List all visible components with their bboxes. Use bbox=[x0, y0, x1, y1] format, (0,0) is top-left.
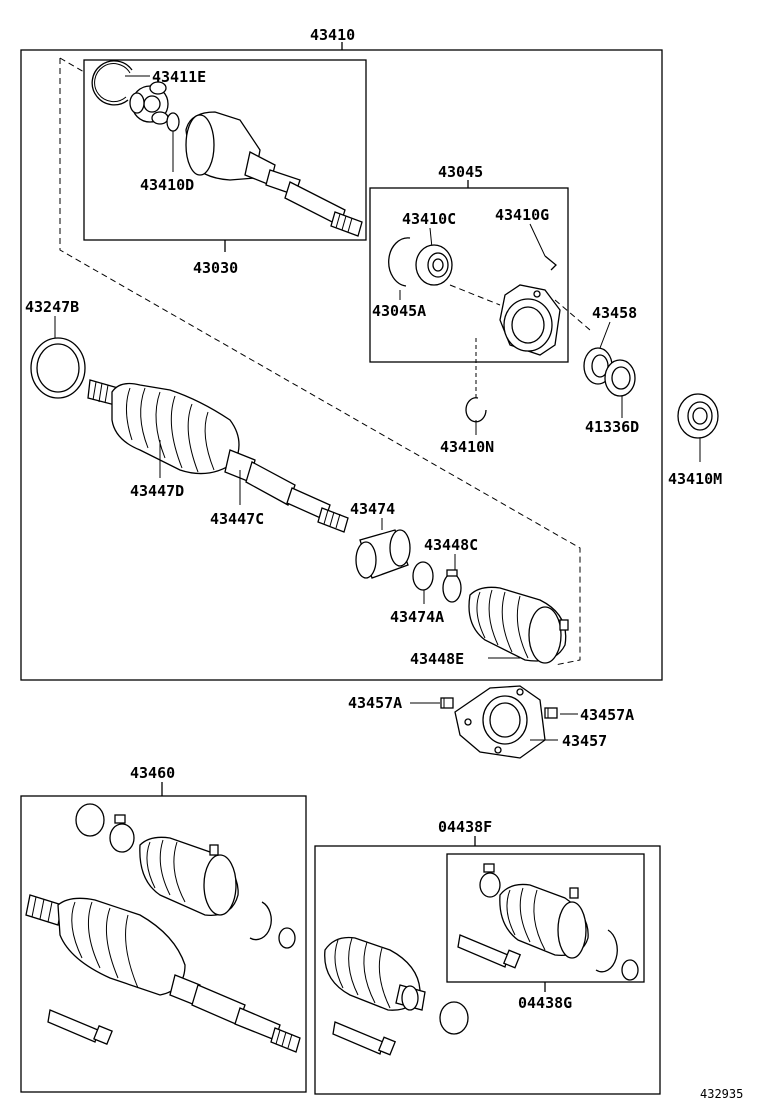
label-43447D[interactable]: 43447D bbox=[130, 482, 184, 500]
kit-43460-group: 43460 bbox=[20, 764, 307, 1093]
clamp-43448C bbox=[442, 569, 462, 603]
label-43410C[interactable]: 43410C bbox=[402, 210, 456, 228]
label-43045[interactable]: 43045 bbox=[438, 163, 483, 181]
label-43448E[interactable]: 43448E bbox=[410, 650, 464, 668]
kit-43460-small-clip bbox=[278, 927, 296, 949]
bracket-43457-group: 43457A 43457A 43457 bbox=[348, 685, 634, 759]
label-43474[interactable]: 43474 bbox=[350, 500, 395, 518]
drive-shaft-with-boots bbox=[87, 379, 349, 533]
bearing-43410C bbox=[415, 244, 453, 286]
kit-04438G-grease-tube bbox=[457, 934, 522, 969]
exploded-view-outline bbox=[59, 58, 581, 666]
kit-43460-grease-tube bbox=[47, 1009, 113, 1045]
inboard-housing-shaft bbox=[185, 111, 363, 237]
label-43410G[interactable]: 43410G bbox=[495, 206, 549, 224]
boot-43448E bbox=[468, 586, 569, 664]
label-43447C[interactable]: 43447C bbox=[210, 510, 264, 528]
kit-04438F-group: 04438F 04438G bbox=[314, 818, 661, 1095]
kit-43460-clamp-band bbox=[109, 814, 135, 853]
snap-ring-43045A bbox=[388, 237, 411, 287]
ring-43247B bbox=[30, 337, 86, 399]
label-43045A[interactable]: 43045A bbox=[372, 302, 426, 320]
kit-04438G-small-clip bbox=[621, 959, 639, 981]
kit-04438G-snap-ring bbox=[595, 929, 618, 973]
label-43411E[interactable]: 43411E bbox=[152, 68, 206, 86]
label-43457A-right[interactable]: 43457A bbox=[580, 706, 634, 724]
damper-43474 bbox=[355, 529, 411, 579]
kit-04438F-clamp-ring bbox=[439, 1001, 469, 1035]
kit-04438G-boot bbox=[499, 883, 589, 959]
ring-43410D bbox=[166, 112, 180, 132]
center-bearing-bracket bbox=[499, 284, 561, 356]
kit-43460-shaft-assembly bbox=[25, 894, 301, 1053]
assembly-43410-frame bbox=[20, 49, 663, 681]
tripod-joint bbox=[129, 81, 169, 125]
label-43410D[interactable]: 43410D bbox=[140, 176, 194, 194]
label-04438F[interactable]: 04438F bbox=[438, 818, 492, 836]
label-43030[interactable]: 43030 bbox=[193, 259, 238, 277]
bearing-43410M bbox=[677, 393, 719, 439]
label-43460[interactable]: 43460 bbox=[130, 764, 175, 782]
label-43457A-left[interactable]: 43457A bbox=[348, 694, 402, 712]
subassembly-43045-frame bbox=[369, 187, 569, 363]
kit-04438F-frame bbox=[314, 845, 661, 1095]
label-04438G[interactable]: 04438G bbox=[518, 994, 572, 1012]
kit-43460-snap-ring bbox=[249, 901, 272, 941]
bolt-43457A-right bbox=[544, 707, 558, 719]
snap-ring-43411E bbox=[91, 60, 133, 106]
figure-id: 432935 bbox=[700, 1087, 743, 1101]
kit-43460-boot bbox=[139, 836, 239, 916]
pin-43410G bbox=[544, 255, 557, 271]
snap-ring-43410N bbox=[465, 397, 487, 423]
bracket-43457 bbox=[454, 685, 546, 759]
label-41336D[interactable]: 41336D bbox=[585, 418, 639, 436]
label-43457[interactable]: 43457 bbox=[562, 732, 607, 750]
label-43448C[interactable]: 43448C bbox=[424, 536, 478, 554]
label-43410M[interactable]: 43410M bbox=[668, 470, 722, 488]
kit-04438F-grease-tube bbox=[332, 1021, 397, 1056]
label-43458[interactable]: 43458 bbox=[592, 304, 637, 322]
label-43410[interactable]: 43410 bbox=[310, 26, 355, 44]
kit-04438G-clamp bbox=[479, 863, 501, 898]
label-43247B[interactable]: 43247B bbox=[25, 298, 79, 316]
assembly-43410-group: 43410 43030 43411E 43410D bbox=[20, 26, 663, 681]
bearing-41336D bbox=[604, 359, 636, 397]
kit-43460-frame bbox=[20, 795, 307, 1093]
label-43410N[interactable]: 43410N bbox=[440, 438, 494, 456]
kit-43460-clamp-ring bbox=[75, 803, 105, 837]
bolt-43457A-left bbox=[440, 697, 454, 709]
kit-04438F-boot bbox=[324, 936, 426, 1011]
clamp-43474A bbox=[412, 561, 434, 591]
label-43474A[interactable]: 43474A bbox=[390, 608, 444, 626]
